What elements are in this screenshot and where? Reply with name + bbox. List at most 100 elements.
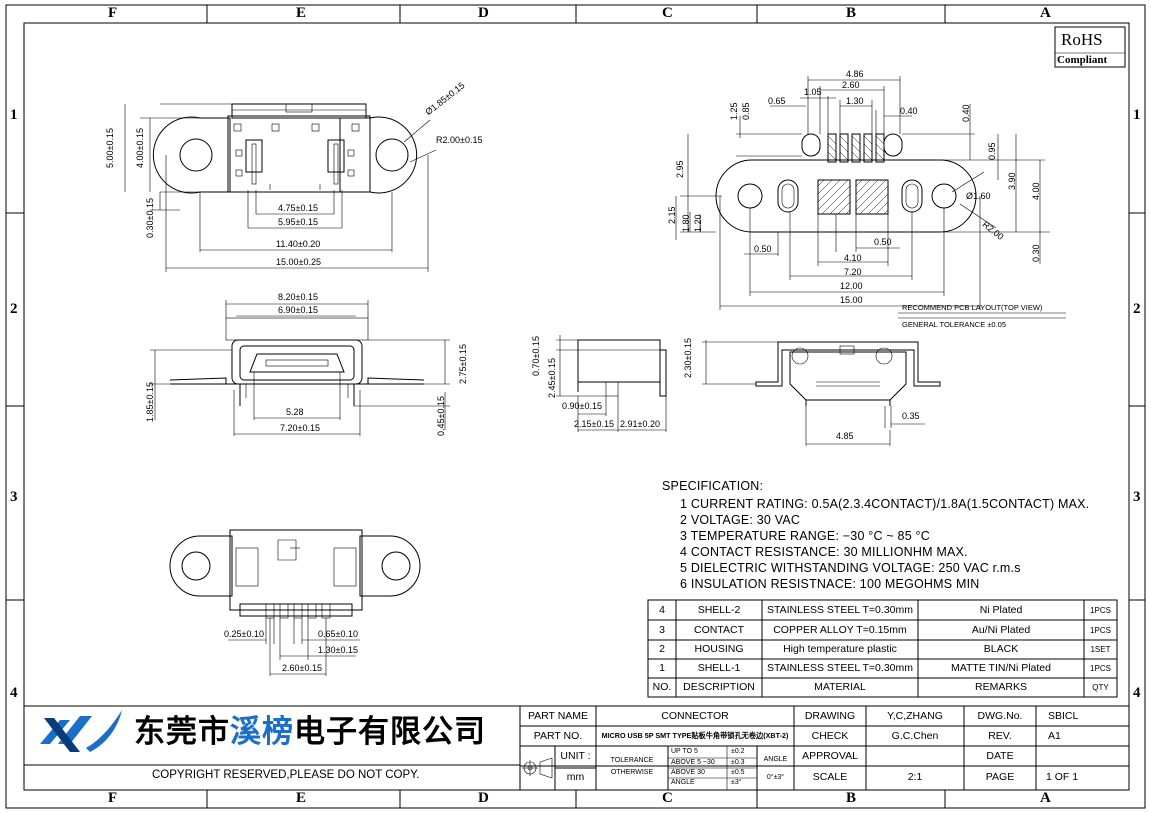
pcb-layout-title: RECOMMEND PCB LAYOUT(TOP VIEW): [902, 303, 1043, 312]
dim-tab-width: 5.28: [286, 407, 304, 417]
dim-pin-span-outer: 5.95±0.15: [278, 217, 318, 227]
angle-label: ANGLE: [763, 756, 788, 763]
pcb-dim-105: 1.05: [804, 87, 822, 97]
zone-row-1-left: 1: [10, 107, 18, 123]
dim-hole-pitch: 11.40±0.20: [276, 239, 321, 249]
bom-desc: SHELL-2: [697, 604, 741, 616]
zone-row-4-right: 4: [1133, 685, 1141, 701]
zone-col-b-top: B: [846, 5, 857, 21]
spec-item: 1 CURRENT RATING: 0.5A(2.3.4CONTACT)/1.8…: [680, 497, 1090, 511]
company-logo-mark: [40, 710, 122, 752]
dim-side-top: 0.70±0.15: [531, 336, 541, 376]
pcb-dim-095: 0.95: [987, 142, 997, 160]
zone-col-a-bottom: A: [1040, 790, 1051, 806]
drawing-value: Y,C,ZHANG: [887, 710, 943, 722]
scale-value: 2:1: [907, 771, 923, 783]
dim-pin-width: 0.25±0.10: [224, 629, 264, 639]
bom-qty: 1PCS: [1090, 664, 1111, 673]
zone-col-a-top: A: [1040, 5, 1051, 21]
dim-pin-span-inner: 4.75±0.15: [278, 203, 318, 213]
tolerance-range-3: ABOVE 30: [671, 769, 705, 776]
bom-no: 2: [659, 643, 665, 655]
pcb-dim-295: 2.95: [675, 160, 685, 178]
bom-no: 4: [659, 604, 665, 616]
part-no-value: MICRO USB 5P SMT TYPE贴板牛角带锁孔无卷边(XBT-2): [601, 731, 789, 740]
zone-col-b-bottom: B: [846, 790, 857, 806]
zone-col-f-bottom: F: [108, 790, 118, 806]
dwg-no-label: DWG.No.: [977, 710, 1023, 722]
pcb-dim-130: 1.30: [846, 96, 864, 106]
pcb-dim-hole: Ø1.60: [966, 191, 991, 201]
tolerance-range-2: ABOVE 5 ~30: [671, 759, 715, 766]
dim-shell-width: 8.20±0.15: [278, 292, 318, 302]
dim-rear-span: 4.85: [836, 431, 854, 441]
pcb-dim-120: 1.20: [693, 214, 703, 232]
zone-col-f-top: F: [108, 5, 118, 21]
bom-material: STAINLESS STEEL T=0.30mm: [767, 604, 913, 616]
bom-qty: 1PCS: [1090, 606, 1111, 615]
dim-total-width: 15.00±0.25: [276, 257, 321, 267]
dim-side-rear: 2.91±0.20: [620, 419, 660, 429]
pcb-dim-260: 2.60: [842, 80, 860, 90]
check-label: CHECK: [811, 730, 849, 742]
unit-value: mm: [566, 771, 585, 783]
zone-row-2-right: 2: [1133, 301, 1141, 317]
pcb-dim-1500: 15.00: [840, 295, 863, 305]
spec-item: 5 DIELECTRIC WITHSTANDING VOLTAGE: 250 V…: [680, 561, 1021, 575]
bom-header-remarks: REMARKS: [975, 681, 1027, 693]
spec-item: 4 CONTACT RESISTANCE: 30 MILLIONHM MAX.: [680, 545, 968, 559]
dim-body-height: 4.00±0.15: [135, 128, 145, 168]
unit-label: UNIT :: [560, 750, 591, 762]
pcb-dim-390: 3.90: [1007, 172, 1017, 190]
pcb-dim-030: 0.30: [1031, 244, 1041, 262]
date-label: DATE: [986, 750, 1014, 762]
page-label: PAGE: [985, 771, 1015, 783]
bom-remarks: Au/Ni Plated: [971, 624, 1031, 636]
dim-pin-span: 2.60±0.15: [282, 663, 322, 673]
zone-row-2-left: 2: [10, 301, 18, 317]
zone-row-4-left: 4: [10, 685, 18, 701]
zone-col-c-bottom: C: [662, 790, 673, 806]
pcb-dim-050-right: 0.50: [874, 237, 892, 247]
bom-remarks: Ni Plated: [979, 604, 1023, 616]
spec-title: SPECIFICATION:: [662, 479, 764, 493]
dim-side-front: 2.15±0.15: [574, 419, 614, 429]
bom-remarks: BLACK: [983, 643, 1019, 655]
spec-item: 3 TEMPERATURE RANGE: −30 °C ~ 85 °C: [680, 529, 930, 543]
zone-row-3-right: 3: [1133, 489, 1141, 505]
pcb-dim-1200: 12.00: [840, 281, 863, 291]
dim-opening-height: 2.75±0.15: [458, 344, 468, 384]
zone-col-e-top: E: [296, 5, 307, 21]
bom-header-material: MATERIAL: [814, 681, 866, 693]
dim-tab-radius: R2.00±0.15: [436, 135, 483, 145]
otherwise-label: OTHERWISE: [610, 769, 654, 776]
pcb-dim-486: 4.86: [846, 69, 864, 79]
zone-col-e-bottom: E: [296, 790, 307, 806]
pcb-dim-125: 1.25: [729, 102, 739, 120]
bom-header-desc: DESCRIPTION: [683, 681, 755, 693]
pcb-dim-720: 7.20: [844, 267, 862, 277]
dim-pin-double-pitch: 1.30±0.15: [318, 645, 358, 655]
dim-rear-pin: 0.35: [902, 411, 920, 421]
pcb-dim-040-vertical: 0.40: [961, 104, 971, 122]
spec-item: 6 INSULATION RESISTNACE: 100 MEGOHMS MIN: [680, 577, 980, 591]
tolerance-value-3: ±0.5: [731, 769, 745, 776]
tolerance-value-2: ±0.3: [731, 759, 745, 766]
company-name: 东莞市溪榜电子有限公司: [134, 714, 486, 749]
tolerance-range-1: UP TO 5: [671, 748, 698, 755]
scale-label: SCALE: [812, 771, 848, 783]
pcb-dim-400: 4.00: [1031, 182, 1041, 200]
pcb-dim-085: 0.85: [741, 102, 751, 120]
pcb-dim-410: 4.10: [844, 253, 862, 263]
bom-desc: CONTACT: [694, 624, 744, 636]
part-name-label: PART NAME: [527, 710, 589, 722]
bom-no: 1: [659, 662, 665, 674]
part-name-value: CONNECTOR: [661, 710, 729, 722]
tolerance-label: TOLERANCE: [610, 757, 654, 764]
pcb-dim-065: 0.65: [768, 96, 786, 106]
zone-row-1-right: 1: [1133, 107, 1141, 123]
bom-header-no: NO.: [652, 681, 672, 693]
dim-side-peg: 0.90±0.15: [562, 401, 602, 411]
pcb-dim-040: 0.40: [900, 106, 918, 116]
